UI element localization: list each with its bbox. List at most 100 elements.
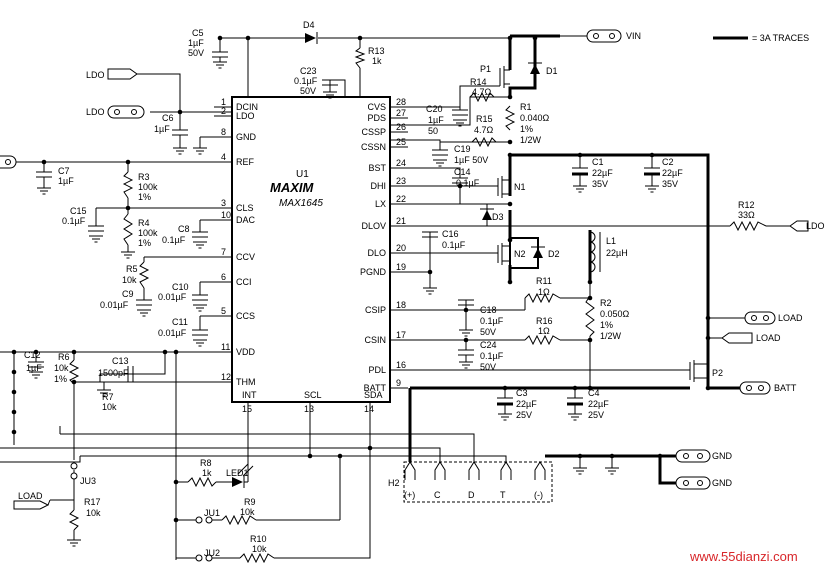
connector-ldo-2[interactable]: LDO xyxy=(86,105,145,119)
ground-icon xyxy=(433,159,447,167)
net-label-ldo-out: LDO xyxy=(789,220,825,232)
svg-text:R6: R6 xyxy=(58,352,70,362)
mosfet-p2: P2 xyxy=(689,338,723,382)
inductor-l1: L1 22µH xyxy=(589,231,628,273)
svg-text:C20: C20 xyxy=(426,104,443,114)
pin-name: BST xyxy=(368,163,386,173)
net-label-load-left: LOAD xyxy=(13,491,51,510)
svg-text:LED1: LED1 xyxy=(226,468,249,478)
ground-icon xyxy=(459,329,473,337)
pin-name: REF xyxy=(236,157,255,167)
pin-name: CCS xyxy=(236,311,255,321)
svg-text:C19: C19 xyxy=(454,144,471,154)
ic-ref: U1 xyxy=(296,169,309,180)
ground-icon xyxy=(29,371,43,379)
svg-text:0.01µF: 0.01µF xyxy=(158,292,187,302)
pin-name: CCI xyxy=(236,277,252,287)
pin-number: 24 xyxy=(396,158,406,168)
svg-text:D3: D3 xyxy=(492,212,504,222)
pin-name: DCIN xyxy=(236,102,258,112)
svg-text:0.1µF: 0.1µF xyxy=(480,316,504,326)
svg-text:C23: C23 xyxy=(300,66,317,76)
pin-number: 6 xyxy=(221,272,226,282)
svg-text:0.040Ω: 0.040Ω xyxy=(520,113,550,123)
svg-text:BATT: BATT xyxy=(774,383,797,393)
svg-text:C5: C5 xyxy=(192,28,204,38)
svg-text:35V: 35V xyxy=(662,179,678,189)
pin-number: 7 xyxy=(221,247,226,257)
svg-text:C1: C1 xyxy=(592,157,604,167)
svg-text:1%: 1% xyxy=(54,374,67,384)
svg-text:0.01µF: 0.01µF xyxy=(158,328,187,338)
svg-text:R17: R17 xyxy=(84,497,101,507)
connector-gnd-2[interactable]: GND xyxy=(675,476,733,490)
capacitor-c23: C23 0.1µF 50V xyxy=(294,66,338,96)
svg-text:100k: 100k xyxy=(138,228,158,238)
ground-icon xyxy=(645,185,659,193)
capacitor-c7: C7 1µF xyxy=(36,166,74,188)
jumper-ju1: JU1 xyxy=(195,508,220,524)
capacitor-c8: C8 0.1µF xyxy=(162,224,208,245)
capacitor-c5: C5 1µF 50V xyxy=(188,28,228,62)
svg-text:22µF: 22µF xyxy=(588,399,609,409)
ground-icon xyxy=(323,91,337,99)
svg-text:1%: 1% xyxy=(600,320,613,330)
ground-icon xyxy=(193,339,207,347)
svg-text:1µF: 1µF xyxy=(154,124,170,134)
pin-number: 21 xyxy=(396,216,406,226)
header-pin: C xyxy=(434,461,446,500)
svg-text:1/2W: 1/2W xyxy=(600,331,622,341)
pin-number: 1 xyxy=(221,97,226,107)
connector-vin[interactable]: VIN xyxy=(560,29,641,43)
pin-name: SDA xyxy=(364,390,383,400)
mosfet-p1: P1 xyxy=(480,64,510,88)
svg-text:R2: R2 xyxy=(600,298,612,308)
svg-text:1Ω: 1Ω xyxy=(538,287,550,297)
diode-d2: D2 xyxy=(531,246,560,259)
connector-batt[interactable]: BATT xyxy=(739,381,797,395)
led-led1: LED1 xyxy=(226,463,254,488)
connector-left-edge[interactable] xyxy=(0,155,17,169)
pin-number: 8 xyxy=(221,127,226,137)
ground-icon xyxy=(137,309,151,317)
svg-text:22µF: 22µF xyxy=(592,168,613,178)
svg-text:LOAD: LOAD xyxy=(18,491,43,501)
resistor-r17: R17 10k xyxy=(68,497,101,531)
svg-text:4.7Ω: 4.7Ω xyxy=(474,125,494,135)
legend-label: = 3A TRACES xyxy=(752,33,809,43)
junctions xyxy=(11,35,711,523)
svg-text:D2: D2 xyxy=(548,249,560,259)
connector-load-1[interactable]: LOAD xyxy=(744,311,803,325)
ground-icon xyxy=(67,539,81,547)
capacitor-c2: C2 22µF 35V xyxy=(644,157,683,189)
pin-name: INT xyxy=(242,390,257,400)
pin-number: 3 xyxy=(221,198,226,208)
svg-text:R8: R8 xyxy=(200,458,212,468)
ground-icon xyxy=(193,304,207,312)
svg-text:C14: C14 xyxy=(454,167,471,177)
connector-gnd-1[interactable]: GND xyxy=(675,449,733,463)
ic-part-number: MAX1645 xyxy=(279,198,323,209)
svg-text:50V: 50V xyxy=(300,86,316,96)
capacitor-c14: C14 0.1µF xyxy=(452,167,480,188)
diode-d1: D1 xyxy=(528,62,558,76)
ground-icon xyxy=(453,119,467,127)
pin-name: DLOV xyxy=(361,221,386,231)
svg-text:1%: 1% xyxy=(138,238,151,248)
pin-name: DLO xyxy=(367,248,386,258)
pin-number: 27 xyxy=(396,108,406,118)
svg-text:N1: N1 xyxy=(514,182,526,192)
svg-text:0.1µF: 0.1µF xyxy=(294,76,318,86)
svg-text:C3: C3 xyxy=(516,388,528,398)
pin-number: 4 xyxy=(221,152,226,162)
header-pin-label: D xyxy=(468,490,475,500)
svg-text:LDO: LDO xyxy=(806,221,825,231)
pin-number: 18 xyxy=(396,300,406,310)
svg-text:1500pF: 1500pF xyxy=(98,368,129,378)
svg-text:R3: R3 xyxy=(138,172,150,182)
resistor-r11: R11 1Ω xyxy=(524,276,561,304)
